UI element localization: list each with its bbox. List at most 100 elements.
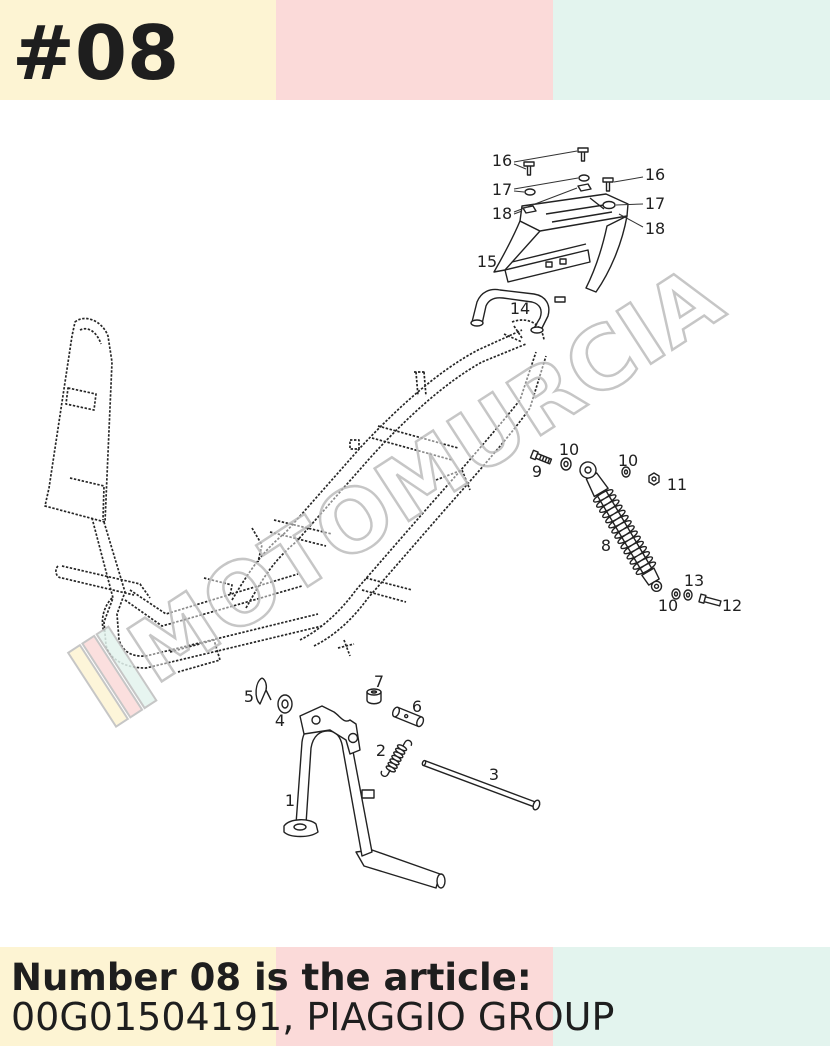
exploded-parts-diagram: MOTOMURCIA 16 17 18 16 17 18 15 14 10 9 … <box>44 147 742 889</box>
part-18-spacers <box>522 183 592 214</box>
callout-16-left: 16 <box>492 151 512 170</box>
washer-13-hole <box>685 592 691 598</box>
shock-rod <box>596 489 653 575</box>
rack-hole-left <box>545 261 553 268</box>
washer-10-lower-hole <box>673 591 679 597</box>
screw-16-right <box>602 177 614 192</box>
part-17-washers <box>524 174 616 210</box>
callout-13: 13 <box>684 571 704 590</box>
callout-6: 6 <box>412 697 422 716</box>
washer-10-upper-right-hole <box>623 469 629 475</box>
part-7-bushing <box>366 688 382 705</box>
callout-17-left: 17 <box>492 180 512 199</box>
callout-15: 15 <box>477 252 497 271</box>
spacer-18-left <box>522 205 537 214</box>
callout-17-right: 17 <box>645 194 665 213</box>
part-8-shock-absorber <box>579 461 663 593</box>
part-11-nut <box>648 472 660 486</box>
callout-8: 8 <box>601 536 611 555</box>
stand-pivot-hole-right <box>347 732 359 744</box>
pin-6-hole <box>403 713 409 719</box>
part-2-spring <box>380 739 413 777</box>
part-4-washer <box>277 694 293 714</box>
frame-head-tube <box>44 317 113 523</box>
rack-right-flange <box>585 215 628 293</box>
leader-17-left <box>513 177 579 193</box>
callout-3: 3 <box>489 765 499 784</box>
page-title: #08 <box>12 9 180 97</box>
handle-end-left <box>470 319 484 327</box>
leader-16-right <box>613 176 644 183</box>
part-15-rear-rack <box>493 193 629 303</box>
leader-18-right <box>618 213 644 228</box>
frame-rear-rails <box>231 329 547 647</box>
leader-lines <box>513 150 644 228</box>
bushing-7-top <box>366 688 382 696</box>
callout-5: 5 <box>244 687 254 706</box>
shaft-3-head <box>532 799 541 811</box>
washer-4-hole <box>281 699 289 709</box>
part-16-screws <box>523 147 614 192</box>
part-3-shaft <box>421 759 541 811</box>
washer-17-center <box>578 174 590 182</box>
shock-top-eye-hole <box>584 466 592 474</box>
leader-16-left <box>513 150 578 170</box>
callout-2: 2 <box>376 741 386 760</box>
callout-14: 14 <box>510 299 530 318</box>
stand-foot-pad <box>283 819 319 838</box>
stand-lever-end <box>436 873 446 889</box>
spacer-18-center <box>577 183 592 192</box>
nut-11-hole <box>651 476 657 482</box>
spring-2-coils <box>385 744 408 773</box>
shaft-3-tip <box>421 759 427 767</box>
pin-6-end-left <box>391 706 401 718</box>
callout-9: 9 <box>532 462 542 481</box>
frame-floor-tubes <box>55 565 303 627</box>
screw-16-left <box>523 161 535 176</box>
watermark-text: MOTOMURCIA <box>112 247 740 703</box>
spring-2-hooks <box>380 739 413 777</box>
bushing-7-hole <box>370 690 378 694</box>
part-10-washers <box>560 457 681 600</box>
leader-18-left <box>513 187 578 215</box>
clip-5 <box>255 677 272 705</box>
header-band-mint <box>553 0 830 100</box>
callout-16-right: 16 <box>645 165 665 184</box>
shaft-3-body <box>422 759 537 808</box>
header-band <box>0 0 830 100</box>
part-13-washer <box>683 589 693 601</box>
rack-bottom-tab <box>554 296 566 303</box>
callout-4: 4 <box>275 711 285 730</box>
part-5-clip <box>255 677 272 705</box>
header-band-yellow <box>0 0 276 100</box>
callout-18-right: 18 <box>645 219 665 238</box>
stand-foot-pad-hole <box>293 823 307 831</box>
callout-labels: 16 17 18 16 17 18 15 14 10 9 10 11 8 13 … <box>244 151 742 810</box>
part-6-pin <box>391 706 425 728</box>
leader-17-right <box>615 203 644 206</box>
bolt-12-shank <box>703 596 722 607</box>
washer-10-upper-left-hole <box>563 460 569 468</box>
watermark-logo: MOTOMURCIA <box>66 246 741 728</box>
washer-4 <box>277 694 293 714</box>
pin-6-end-right <box>416 716 425 728</box>
callout-7: 7 <box>374 672 384 691</box>
washer-10-upper-left <box>560 457 572 471</box>
watermark-stripe-pink <box>81 634 144 719</box>
bolt-9-shank <box>534 452 553 465</box>
washer-17-left <box>524 188 536 196</box>
washer-10-lower <box>671 588 681 600</box>
header-band-pink <box>276 0 553 100</box>
callout-10-upper-right: 10 <box>618 451 638 470</box>
part-1-center-stand <box>283 705 446 889</box>
stand-pivot-hole-left <box>311 715 321 725</box>
part-9-bolt <box>529 449 553 465</box>
article-code-and-brand: 00G01504191, PIAGGIO GROUP <box>11 995 615 1039</box>
part-14-grab-handle <box>470 288 550 334</box>
callout-18-left: 18 <box>492 204 512 223</box>
shock-bottom-mount <box>641 567 660 586</box>
rack-left-flange <box>493 220 541 273</box>
footer-band-yellow <box>0 947 276 1046</box>
callout-10-lower: 10 <box>658 596 678 615</box>
watermark-stripe-mint <box>95 625 158 710</box>
